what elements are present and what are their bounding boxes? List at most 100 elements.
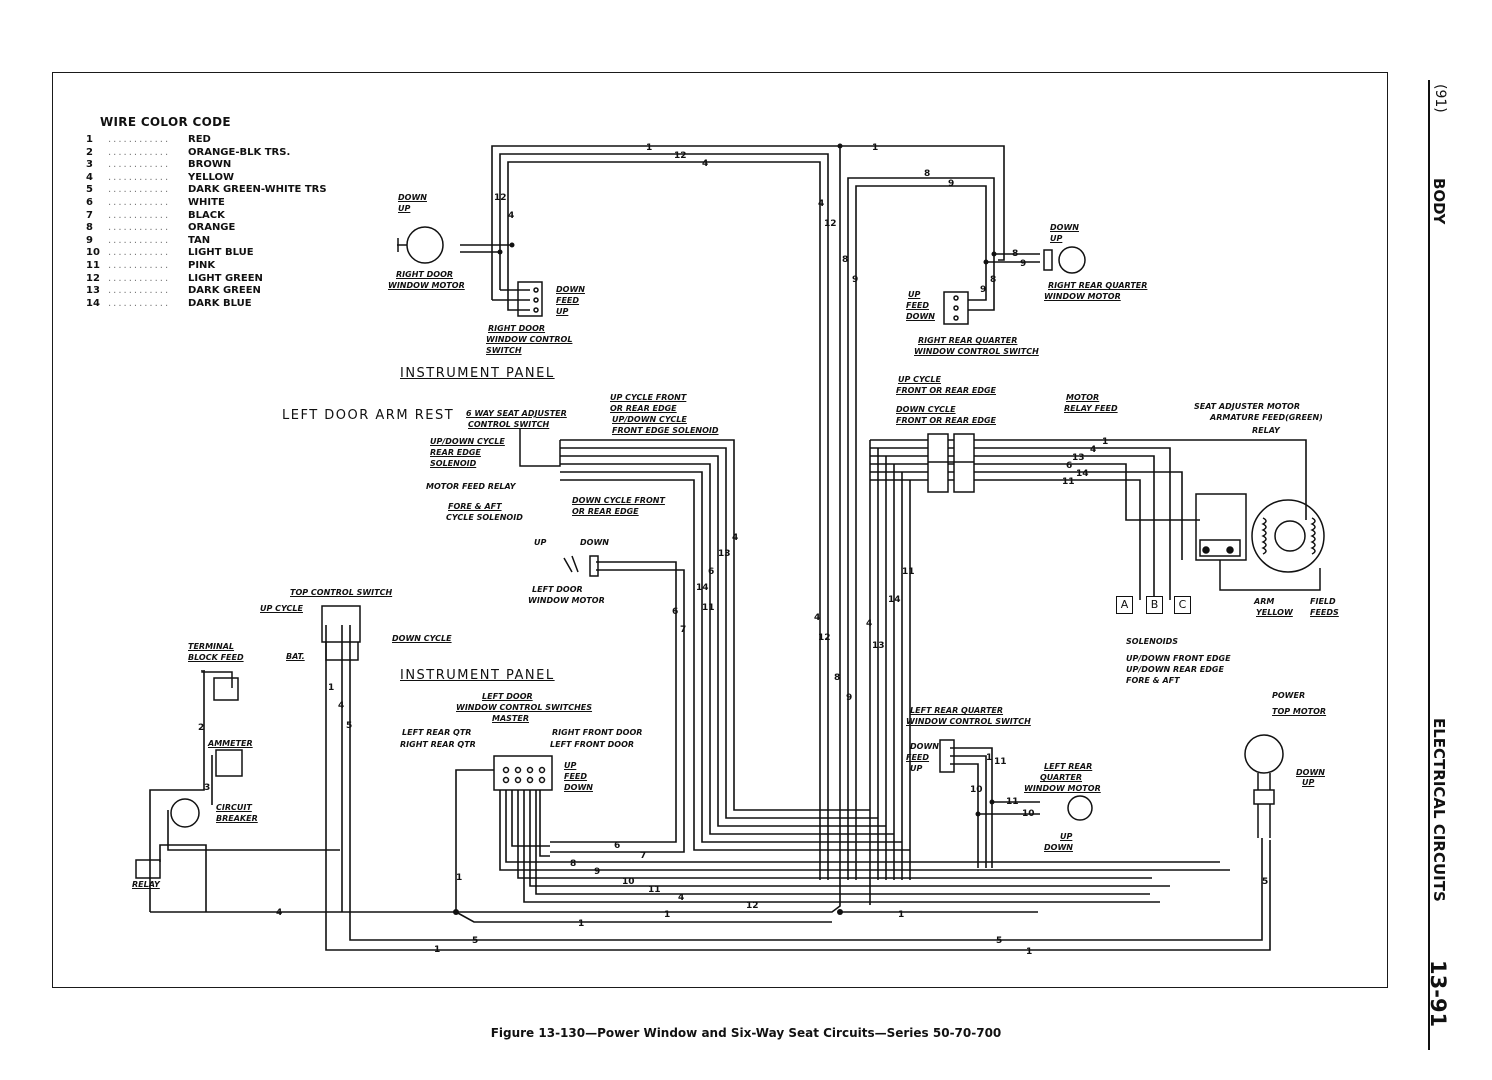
wire-label: 7 xyxy=(680,625,686,635)
legend-color-name: DARK GREEN xyxy=(188,285,261,297)
page-number: 13-91 xyxy=(1426,960,1450,1028)
wire-label: 1 xyxy=(1102,437,1108,447)
wire-master-1 xyxy=(455,769,494,912)
right-rear-quarter-motor xyxy=(1058,246,1086,274)
legend-color-name: DARK BLUE xyxy=(188,297,252,309)
wire-label: 4 xyxy=(818,199,824,209)
legend-color-name: LIGHT GREEN xyxy=(188,272,263,284)
wire-s13 xyxy=(870,455,1155,600)
wire-rd-sw-3 xyxy=(507,282,530,311)
legend-leader-dots: ............ xyxy=(108,272,171,284)
wire-label: 5 xyxy=(1262,877,1268,887)
wire-ls6 xyxy=(560,479,910,851)
legend-row: 11............PINK xyxy=(86,260,327,273)
legend-leader-dots: ............ xyxy=(108,297,171,309)
junctions xyxy=(453,143,997,915)
seat-harness-connector-b xyxy=(953,433,975,493)
legend-leader-dots: ............ xyxy=(108,196,171,208)
legend-color-name: LIGHT BLUE xyxy=(188,247,254,259)
wire-label: 8 xyxy=(990,275,996,285)
section-title: BODY xyxy=(1430,178,1448,225)
label-right-rear-qtr: RIGHT REAR QTR xyxy=(400,740,476,749)
label-ld-up: UP xyxy=(534,538,547,547)
legend-color-name: PINK xyxy=(188,259,216,271)
legend-leader-dots: ............ xyxy=(108,184,171,196)
wire-label: 10 xyxy=(1022,809,1035,819)
label-ld-master-2: WINDOW CONTROL SWITCHES xyxy=(456,703,593,712)
label-lrq-down: DOWN xyxy=(910,742,939,751)
wire-label: 1 xyxy=(664,910,670,920)
label-ld-master-1: LEFT DOOR xyxy=(482,692,533,701)
wire-label: 4 xyxy=(814,613,820,623)
label-sol-b-desc: UP/DOWN REAR EDGE xyxy=(1126,665,1224,674)
wire-cb xyxy=(167,810,340,851)
wire-label: 4 xyxy=(702,159,708,169)
label-up-cycle-front-1: UP CYCLE FRONT xyxy=(610,393,687,402)
label-lrq-motor-2: QUARTER xyxy=(1040,773,1083,782)
top-control-switch xyxy=(321,605,361,643)
label-lrq-m-up: UP xyxy=(1060,832,1073,841)
label-left-rear-qtr: LEFT REAR QTR xyxy=(402,728,472,737)
wire-lrq-1 xyxy=(950,755,987,868)
legend-leader-dots: ............ xyxy=(108,285,171,297)
figure-caption: Figure 13-130—Power Window and Six-Way S… xyxy=(490,1026,1002,1040)
wire-b11 xyxy=(529,790,1170,887)
legend-color-name: YELLOW xyxy=(188,171,234,183)
legend-number: 13 xyxy=(86,285,100,297)
wire-label: 11 xyxy=(994,757,1007,767)
label-down-cycle-r-2: FRONT OR REAR EDGE xyxy=(896,416,997,425)
wire-ls4 xyxy=(560,463,894,835)
seat-harness-connector-a xyxy=(927,433,949,493)
wire-label: 9 xyxy=(594,867,600,877)
wire-label: 4 xyxy=(678,893,684,903)
legend-number: 8 xyxy=(86,222,93,234)
label-rd-motor-1: RIGHT DOOR xyxy=(396,270,454,279)
ammeter xyxy=(215,749,243,777)
label-up-cycle-r-1: UP CYCLE xyxy=(898,375,941,384)
solenoid-c: C xyxy=(1174,596,1191,614)
label-terminal-2: BLOCK FEED xyxy=(188,653,244,662)
wire-b4 xyxy=(535,790,1150,895)
wire-number-labels: 1 12 4 1 12 4 8 9 8 9 9 8 4 12 8 9 1 4 1… xyxy=(198,143,1268,957)
wire-6-ld xyxy=(550,561,677,843)
label-rrq-sw-up: UP xyxy=(908,290,921,299)
legend-number: 12 xyxy=(86,272,100,284)
label-relay-r: RELAY xyxy=(1252,426,1280,435)
wire-lrq-10 xyxy=(950,763,979,868)
seat-adjuster-control-switch xyxy=(519,428,561,467)
wire-label: 6 xyxy=(672,607,678,617)
wire-label: 13 xyxy=(872,641,885,651)
label-rrq-motor-1: RIGHT REAR QUARTER xyxy=(1048,281,1148,290)
label-rd-sw-down: DOWN xyxy=(556,285,585,294)
wire-label: 1 xyxy=(328,683,334,693)
wire-label: 6 xyxy=(708,567,714,577)
label-instrument-panel-top: INSTRUMENT PANEL xyxy=(400,366,555,381)
legend-color-name: WHITE xyxy=(188,196,225,208)
wire-label: 12 xyxy=(494,193,507,203)
wire-label: 1 xyxy=(434,945,440,955)
wire-b12 xyxy=(523,790,1160,903)
wire-label: 7 xyxy=(640,851,646,861)
label-rd-switch-3: SWITCH xyxy=(486,346,522,355)
wire-label: 11 xyxy=(648,885,661,895)
label-rd-sw-up: UP xyxy=(556,307,569,316)
label-circuit-2: BREAKER xyxy=(216,814,258,823)
wire-1-bus-b xyxy=(455,911,832,923)
wire-label: 1 xyxy=(872,143,878,153)
page-number-paren: (91) xyxy=(1432,84,1448,113)
label-rrq-sw-down: DOWN xyxy=(906,312,935,321)
wire-5 xyxy=(349,625,1263,941)
right-door-motor xyxy=(406,226,444,264)
label-lrq-m-down: DOWN xyxy=(1044,843,1073,852)
label-terminal-1: TERMINAL xyxy=(188,642,235,651)
label-rrq-switch-1: RIGHT REAR QUARTER xyxy=(918,336,1018,345)
label-ld-motor-1: LEFT DOOR xyxy=(532,585,583,594)
wire-2 xyxy=(149,670,205,865)
wire-s1 xyxy=(870,439,1307,520)
legend-leader-dots: ............ xyxy=(108,209,171,221)
legend-number: 6 xyxy=(86,196,93,208)
label-seat-motor-1: SEAT ADJUSTER MOTOR xyxy=(1194,402,1301,411)
wire-label: 5 xyxy=(346,721,352,731)
wire-1-bottom xyxy=(325,625,1271,951)
